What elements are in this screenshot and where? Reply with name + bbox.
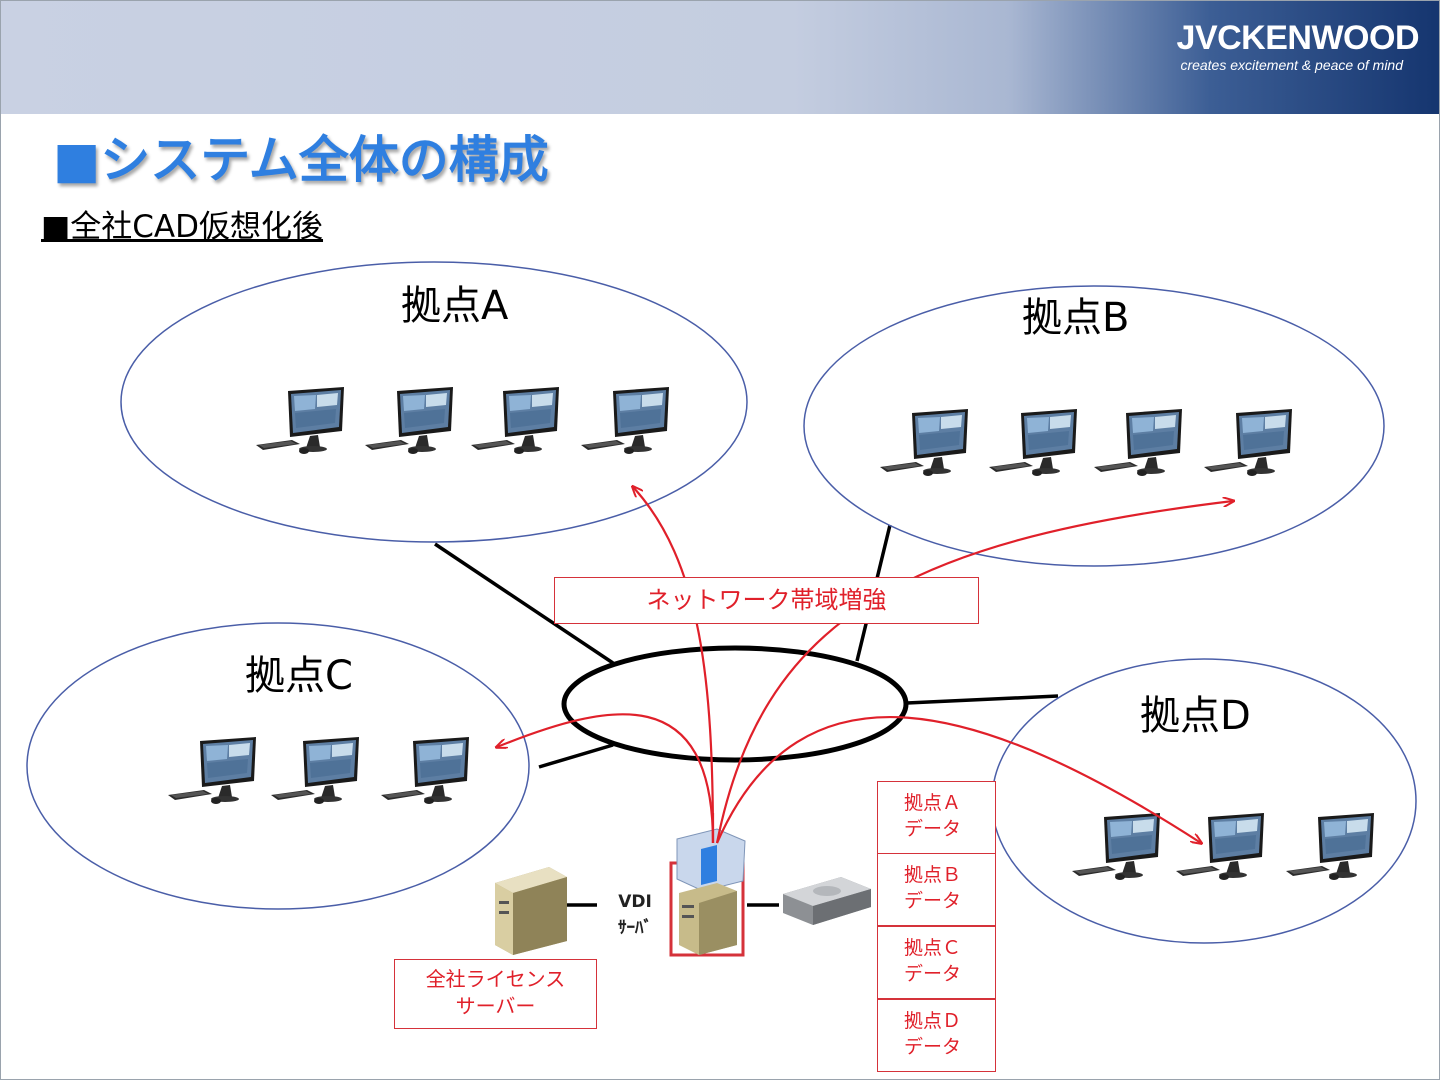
site-b-label: 拠点B <box>1022 295 1129 341</box>
site-d-label: 拠点D <box>1140 693 1251 739</box>
site-b-area <box>803 285 1385 567</box>
arrow-to-site-a <box>633 487 715 844</box>
site-c-label: 拠点C <box>245 653 353 699</box>
site-d-computers <box>1072 813 1374 880</box>
link-site-c <box>538 743 614 769</box>
arrow-to-site-d <box>715 715 1201 843</box>
data-flow-arrows <box>497 487 1233 843</box>
logo-name: JVCKENWOOD <box>1176 19 1420 57</box>
header-band: JVCKENWOOD creates excitement & peace of… <box>1 1 1439 114</box>
data-box-text: 拠点Ｃ データ <box>904 937 962 985</box>
site-a-computers <box>256 387 669 454</box>
pc-icon <box>989 409 1077 476</box>
data-box-text: 拠点Ｄ データ <box>904 1010 962 1058</box>
pc-icon <box>1286 813 1374 880</box>
pc-icon <box>581 387 669 454</box>
license-server-icon <box>495 867 567 955</box>
link-site-d <box>906 694 1059 705</box>
pc-icon <box>271 737 359 804</box>
site-data-stack: 拠点Ａ データ 拠点Ｂ データ 拠点Ｃ データ 拠点Ｄ データ <box>877 781 996 1072</box>
data-box-site-c: 拠点Ｃ データ <box>877 926 996 999</box>
data-box-site-b: 拠点Ｂ データ <box>877 853 996 926</box>
network-ring <box>561 645 909 763</box>
pc-icon <box>1204 409 1292 476</box>
pc-icon <box>1094 409 1182 476</box>
link-site-a <box>434 542 614 665</box>
pc-icon <box>365 387 453 454</box>
data-box-site-d: 拠点Ｄ データ <box>877 999 996 1072</box>
network-links <box>434 524 1059 907</box>
site-a-label: 拠点A <box>401 283 509 329</box>
pc-icon <box>471 387 559 454</box>
logo-tagline: creates excitement & peace of mind <box>1180 57 1403 73</box>
pc-icon <box>256 387 344 454</box>
pc-icon <box>1176 813 1264 880</box>
section-subtitle: ■全社CAD仮想化後 <box>41 209 324 245</box>
page-title: ■システム全体の構成 <box>53 131 549 189</box>
site-a-area <box>120 261 748 543</box>
network-bandwidth-text: ネットワーク帯域増強 <box>646 586 887 614</box>
site-c-area <box>26 622 530 910</box>
vdi-server-label: VDI ｻｰﾊﾞ <box>618 892 652 938</box>
site-c-computers <box>168 737 469 804</box>
data-box-text: 拠点Ｂ データ <box>904 864 962 912</box>
license-server-label: 全社ライセンス サーバー <box>394 959 597 1029</box>
storage-icon <box>783 877 871 925</box>
data-box-site-a: 拠点Ａ データ <box>877 781 996 854</box>
arrow-to-site-c <box>497 713 715 844</box>
pc-icon <box>880 409 968 476</box>
company-logo: JVCKENWOOD creates excitement & peace of… <box>1176 19 1420 73</box>
pc-icon <box>381 737 469 804</box>
pc-icon <box>168 737 256 804</box>
vdi-server-icon <box>669 828 746 957</box>
data-box-text: 拠点Ａ データ <box>904 792 962 840</box>
license-server-text: 全社ライセンス サーバー <box>425 967 566 1018</box>
site-b-computers <box>880 409 1292 476</box>
network-bandwidth-label: ネットワーク帯域増強 <box>554 577 979 624</box>
pc-icon <box>1072 813 1160 880</box>
